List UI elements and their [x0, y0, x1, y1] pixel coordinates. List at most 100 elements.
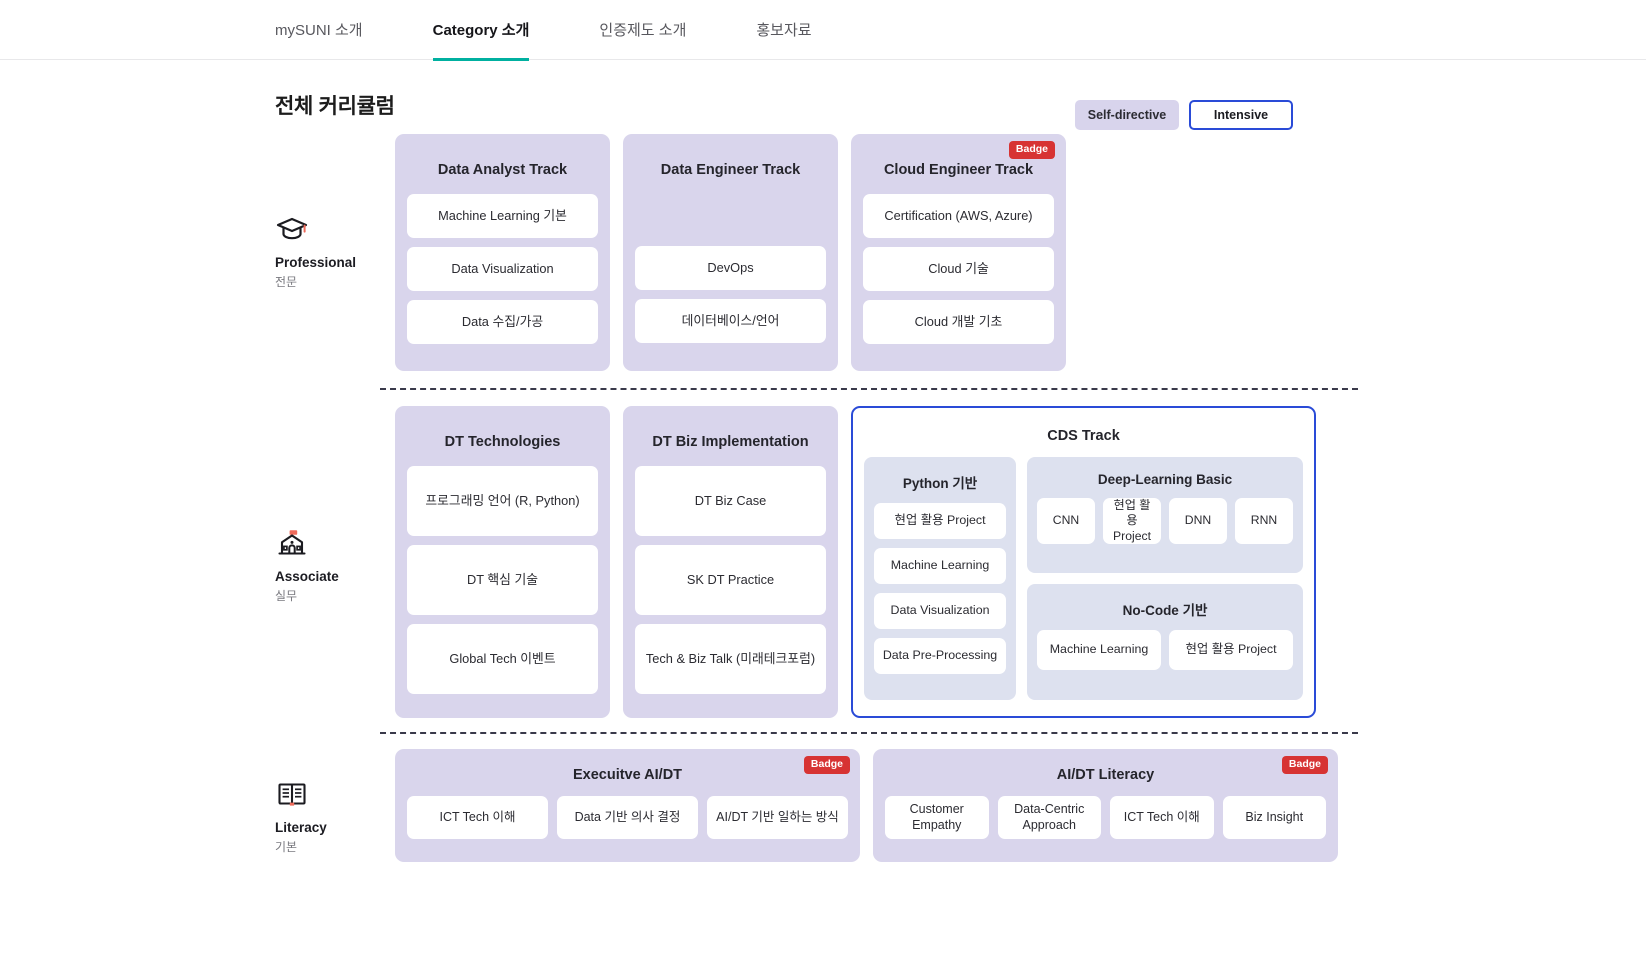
- track-title: Badge Execuitve AI/DT: [407, 756, 850, 796]
- nav-item-label: 홍보자료: [756, 22, 812, 39]
- level-label-associate: Associate 실무: [275, 406, 395, 604]
- open-book-icon: [275, 777, 309, 811]
- intensive-button[interactable]: Intensive: [1189, 100, 1293, 130]
- level-label-professional: Professional 전문: [275, 134, 395, 290]
- track-title-text: Data Analyst Track: [437, 162, 568, 178]
- track-card-data-engineer[interactable]: Data Engineer Track DevOps 데이터베이스/언어: [623, 134, 838, 371]
- level-name: Professional: [275, 255, 357, 270]
- subpanel-title: No-Code 기반: [1122, 603, 1208, 618]
- subpanel-item-list: CNN 현업 활용 Project DNN RNN: [1037, 498, 1293, 544]
- self-directive-button[interactable]: Self-directive: [1075, 100, 1179, 130]
- status-badge: Badge: [803, 756, 850, 774]
- track-title-text: DT Biz Implementation: [652, 434, 809, 450]
- track-item[interactable]: ICT Tech 이해: [407, 796, 548, 839]
- level-sub: 실무: [275, 589, 298, 603]
- track-item[interactable]: Data 기반 의사 결정: [557, 796, 698, 839]
- page-title: 전체 커리큘럼: [275, 95, 395, 118]
- track-item[interactable]: Global Tech 이벤트: [407, 624, 598, 694]
- track-item[interactable]: Data Pre-Processing: [874, 638, 1006, 674]
- track-item[interactable]: Data Visualization: [874, 593, 1006, 629]
- track-item[interactable]: CNN: [1037, 498, 1095, 544]
- row-divider: [380, 732, 1358, 734]
- professional-track-list: Data Analyst Track Machine Learning 기본 D…: [395, 134, 1066, 371]
- track-item-list: 프로그래밍 언어 (R, Python) DT 핵심 기술 Global Tec…: [407, 466, 598, 694]
- track-card-executive-aidt[interactable]: Badge Execuitve AI/DT ICT Tech 이해 Data 기…: [395, 749, 860, 862]
- track-title: Badge Cloud Engineer Track: [863, 141, 1055, 194]
- track-title-text: Execuitve AI/DT: [572, 767, 683, 783]
- track-title: DT Biz Implementation: [635, 420, 826, 466]
- track-item[interactable]: Machine Learning 기본: [407, 194, 598, 238]
- track-title: Data Analyst Track: [407, 148, 598, 194]
- level-sub: 전문: [275, 275, 298, 289]
- subpanel-python: Python 기반 현업 활용 Project Machine Learning…: [864, 457, 1016, 700]
- track-item[interactable]: 현업 활용 Project: [874, 503, 1006, 539]
- track-item-list: Certification (AWS, Azure) Cloud 기술 Clou…: [863, 194, 1054, 344]
- track-title: Data Engineer Track: [635, 148, 826, 194]
- status-badge: Badge: [1008, 141, 1055, 159]
- track-item[interactable]: DNN: [1169, 498, 1227, 544]
- level-name: Literacy: [275, 820, 327, 835]
- track-item-list: Machine Learning 기본 Data Visualization D…: [407, 194, 598, 344]
- nav-item-certification[interactable]: 인증제도 소개: [599, 0, 686, 60]
- subpanel-item-list: 현업 활용 Project Machine Learning Data Visu…: [874, 503, 1006, 674]
- level-row-literacy: Literacy 기본 Badge Execuitve AI/DT ICT Te…: [275, 749, 1646, 862]
- track-item[interactable]: Data 수집/가공: [407, 300, 598, 344]
- level-row-associate: Associate 실무 DT Technologies 프로그래밍 언어 (R…: [275, 406, 1646, 718]
- track-item[interactable]: Tech & Biz Talk (미래테크포럼): [635, 624, 826, 694]
- nav-item-label: 인증제도 소개: [599, 22, 687, 39]
- track-item[interactable]: DevOps: [635, 246, 826, 290]
- subpanel-deep-learning: Deep-Learning Basic CNN 현업 활용 Project DN…: [1027, 457, 1303, 573]
- track-item[interactable]: ICT Tech 이해: [1110, 796, 1214, 839]
- track-item[interactable]: 프로그래밍 언어 (R, Python): [407, 466, 598, 536]
- cds-title: CDS Track: [1047, 428, 1120, 444]
- subpanel-title: Python 기반: [902, 476, 978, 491]
- track-item[interactable]: Cloud 개발 기초: [863, 300, 1054, 344]
- track-item[interactable]: Certification (AWS, Azure): [863, 194, 1054, 238]
- track-card-cloud-engineer[interactable]: Badge Cloud Engineer Track Certification…: [851, 134, 1066, 371]
- track-item[interactable]: Data-Centric Approach: [997, 796, 1101, 839]
- track-title: DT Technologies: [407, 420, 598, 466]
- track-item[interactable]: 현업 활용 Project: [1103, 498, 1161, 544]
- track-item[interactable]: 현업 활용 Project: [1169, 630, 1293, 670]
- literacy-track-list: Badge Execuitve AI/DT ICT Tech 이해 Data 기…: [395, 749, 1338, 862]
- associate-track-list: DT Technologies 프로그래밍 언어 (R, Python) DT …: [395, 406, 1316, 718]
- track-item-list: DT Biz Case SK DT Practice Tech & Biz Ta…: [635, 466, 826, 694]
- subpanel-title: Deep-Learning Basic: [1097, 472, 1233, 487]
- track-card-data-analyst[interactable]: Data Analyst Track Machine Learning 기본 D…: [395, 134, 610, 371]
- track-item[interactable]: SK DT Practice: [635, 545, 826, 615]
- track-item[interactable]: Machine Learning: [874, 548, 1006, 584]
- track-item[interactable]: Biz Insight: [1222, 796, 1326, 839]
- track-title-text: Data Engineer Track: [660, 162, 801, 178]
- subpanel-item-list: Machine Learning 현업 활용 Project: [1037, 630, 1293, 670]
- track-item[interactable]: Customer Empathy: [885, 796, 989, 839]
- track-item[interactable]: DT 핵심 기술: [407, 545, 598, 615]
- track-item[interactable]: 데이터베이스/언어: [635, 299, 826, 343]
- track-item[interactable]: DT Biz Case: [635, 466, 826, 536]
- track-title-text: AI/DT Literacy: [1056, 767, 1155, 783]
- track-title-text: Cloud Engineer Track: [883, 162, 1034, 178]
- cds-right-column: Deep-Learning Basic CNN 현업 활용 Project DN…: [1027, 457, 1303, 700]
- track-item[interactable]: AI/DT 기반 일하는 방식: [707, 796, 848, 839]
- curriculum-board: Professional 전문 Data Analyst Track Machi…: [0, 134, 1646, 862]
- nav-item-promo[interactable]: 홍보자료: [756, 0, 811, 60]
- level-sub: 기본: [275, 840, 298, 854]
- nav-item-mysuni[interactable]: mySUNI 소개: [275, 0, 363, 60]
- level-label-literacy: Literacy 기본: [275, 749, 395, 855]
- track-card-dt-technologies[interactable]: DT Technologies 프로그래밍 언어 (R, Python) DT …: [395, 406, 610, 718]
- track-card-cds[interactable]: CDS Track Python 기반 현업 활용 Project Machin…: [851, 406, 1316, 718]
- track-item[interactable]: Cloud 기술: [863, 247, 1054, 291]
- track-card-aidt-literacy[interactable]: Badge AI/DT Literacy Customer Empathy Da…: [873, 749, 1338, 862]
- nav-item-label: Category 소개: [432, 22, 530, 39]
- track-card-dt-biz-implementation[interactable]: DT Biz Implementation DT Biz Case SK DT …: [623, 406, 838, 718]
- graduation-cap-icon: [275, 212, 309, 246]
- track-item[interactable]: RNN: [1235, 498, 1293, 544]
- nav-item-label: mySUNI 소개: [275, 22, 363, 39]
- status-badge: Badge: [1281, 756, 1328, 774]
- school-building-icon: [275, 526, 309, 560]
- row-divider: [380, 388, 1358, 390]
- track-item[interactable]: Data Visualization: [407, 247, 598, 291]
- nav-item-category[interactable]: Category 소개: [432, 0, 530, 61]
- track-title-text: DT Technologies: [444, 434, 561, 450]
- track-item-list: DevOps 데이터베이스/언어: [635, 194, 826, 403]
- track-item[interactable]: Machine Learning: [1037, 630, 1161, 670]
